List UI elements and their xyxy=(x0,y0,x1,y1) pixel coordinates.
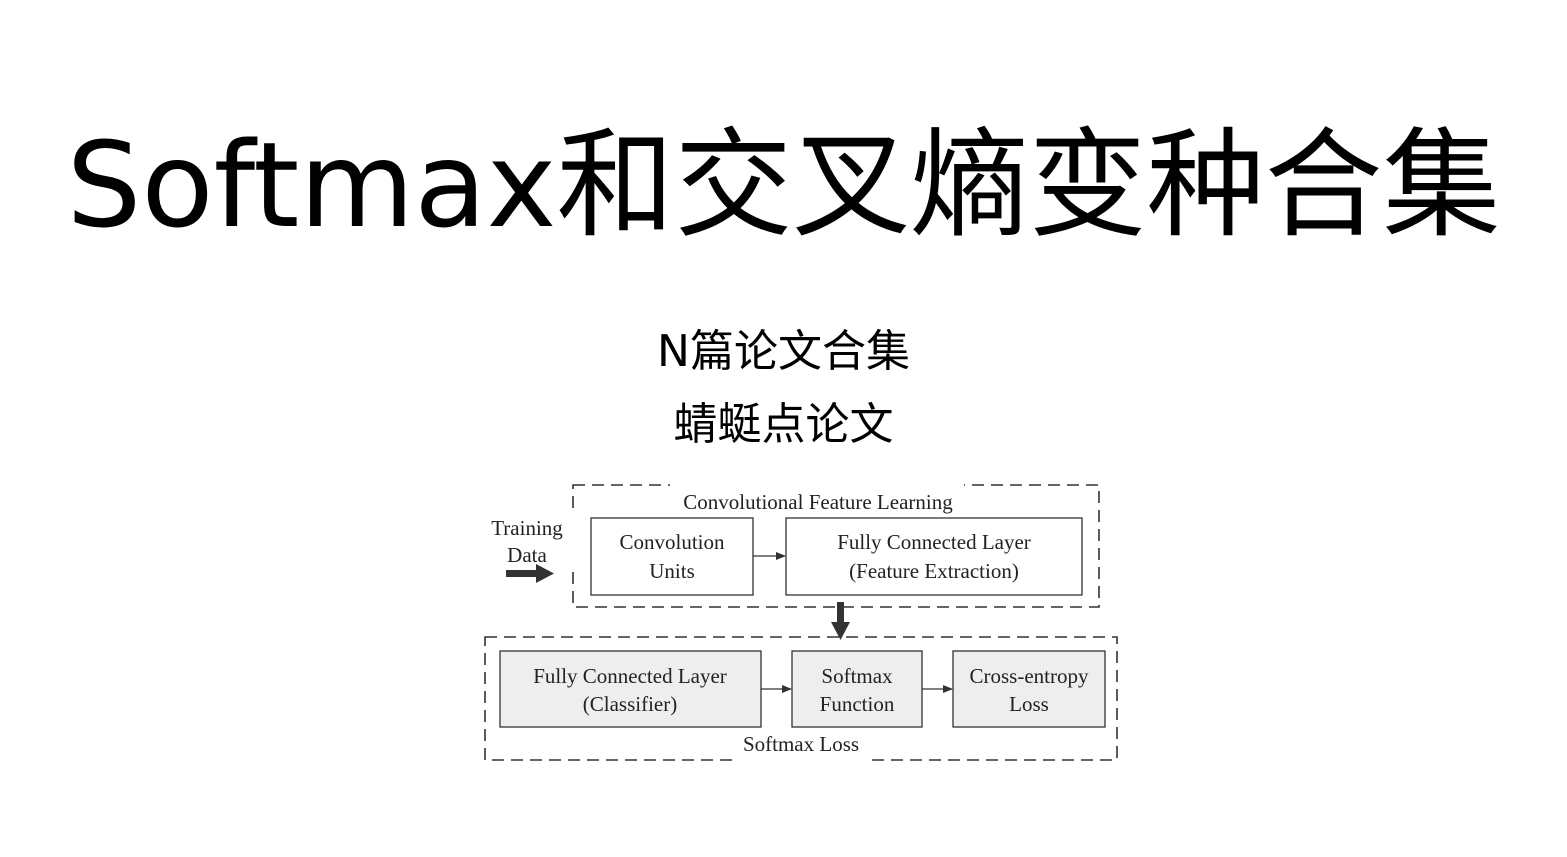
slide-subtitle-collection: N篇论文合集 xyxy=(657,326,910,377)
feature-to-loss-arrow xyxy=(831,602,850,640)
training-data-label-line1: Training xyxy=(491,516,563,540)
softmax-function-label-line2: Function xyxy=(820,692,895,716)
training-data-label-backdrop xyxy=(566,512,580,572)
softmax-function-box xyxy=(791,650,923,728)
softmax-loss-group-label: Softmax Loss xyxy=(743,732,859,756)
training-data-label-line2: Data xyxy=(507,543,547,567)
fc-feature-extraction-label-line2: (Feature Extraction) xyxy=(849,559,1019,583)
softmax-function-label-line1: Softmax xyxy=(821,664,893,688)
convolution-units-label-line1: Convolution xyxy=(619,530,725,554)
cross-entropy-loss-box xyxy=(952,650,1106,728)
feature-learning-group-label: Convolutional Feature Learning xyxy=(683,490,953,514)
fc-classifier-label-line2: (Classifier) xyxy=(583,692,677,716)
fc-classifier-label-line1: Fully Connected Layer xyxy=(533,664,727,688)
cross-entropy-loss-label-line1: Cross-entropy xyxy=(970,664,1089,688)
cross-entropy-loss-label-line2: Loss xyxy=(1009,692,1049,716)
feature-learning-label-backdrop xyxy=(670,480,964,492)
training-data-arrow xyxy=(506,564,554,583)
slide-title: Softmax和交叉熵变种合集 xyxy=(66,116,1501,254)
convolution-units-label-line2: Units xyxy=(649,559,695,583)
fc-feature-extraction-label-line1: Fully Connected Layer xyxy=(837,530,1031,554)
convolution-units-box xyxy=(590,517,754,596)
softmax-loss-label-backdrop xyxy=(735,753,865,765)
fc-classifier-box xyxy=(499,650,762,728)
fc-feature-extraction-box xyxy=(785,517,1083,596)
slide-subtitle-brief: 蜻蜓点论文 xyxy=(673,399,894,450)
